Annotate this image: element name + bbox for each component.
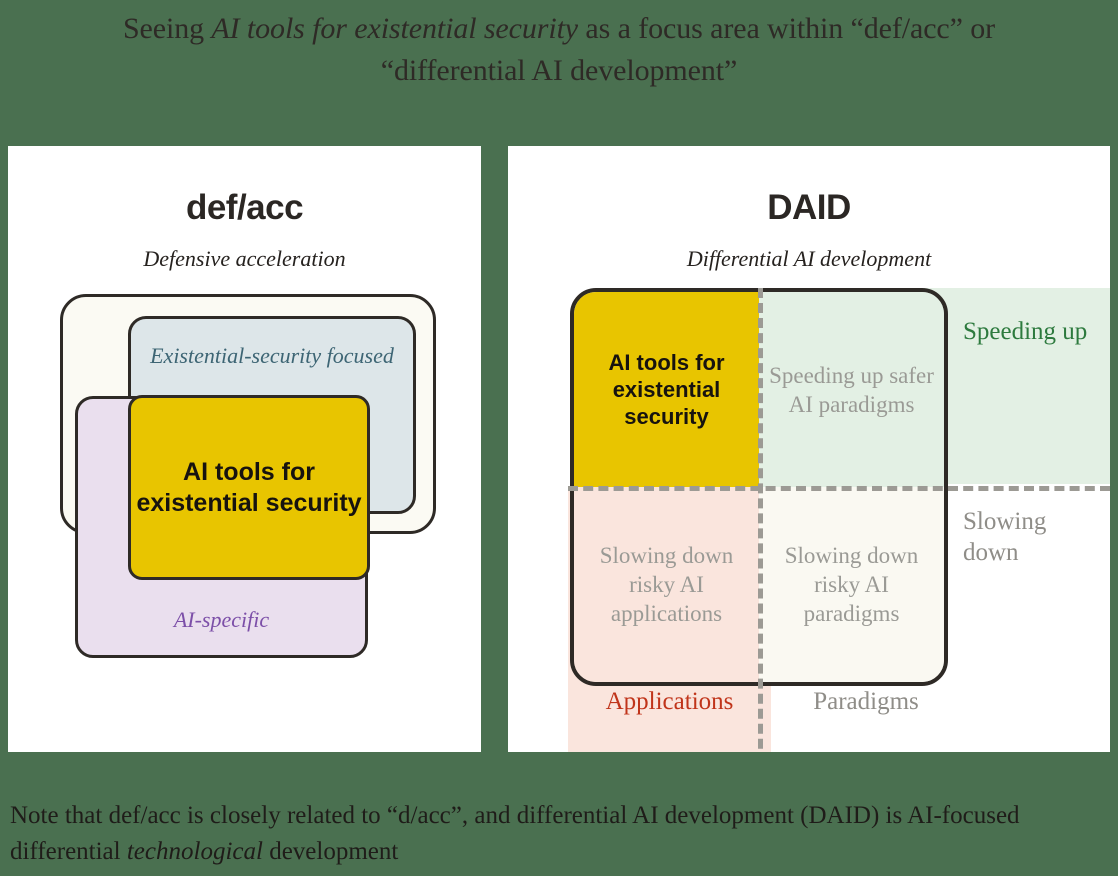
- horizontal-dashed-axis: [568, 486, 1110, 491]
- axis-label-paradigms: Paradigms: [813, 688, 919, 715]
- ai-tools-existential-security-box-left: AI tools for existential security: [128, 395, 370, 580]
- title-line-2: “differential AI development”: [380, 54, 738, 87]
- left-panel-title: def/acc: [185, 188, 304, 227]
- panel-defacc: def/acc Defensive acceleration Existenti…: [8, 146, 481, 752]
- axis-label-speeding-up: Speeding up: [963, 318, 1088, 345]
- quadrant-speeding-up-safer-ai-paradigms: Speeding up safer AI paradigms: [759, 292, 944, 487]
- ai-tools-existential-security-label-left: AI tools for existential security: [136, 457, 362, 517]
- existential-security-focused-label: Existential-security focused: [150, 343, 394, 368]
- left-panel-subtitle: Defensive acceleration: [143, 246, 346, 271]
- axis-label-slowing-down: Slowing down: [963, 508, 1047, 566]
- quadrant-slowing-down-risky-ai-applications: Slowing down risky AI applications: [574, 487, 759, 682]
- footnote: Note that def/acc is closely related to …: [10, 798, 1070, 870]
- daid-quadrant-diagram: AI tools for existential security Speedi…: [508, 146, 1110, 752]
- axis-label-applications: Applications: [605, 688, 734, 715]
- vertical-dashed-axis: [758, 288, 763, 752]
- quadrant-slowing-down-risky-ai-paradigms: Slowing down risky AI paradigms: [759, 487, 944, 682]
- title-emphasis: AI tools for existential security: [211, 12, 579, 45]
- daid-quadrant-box: AI tools for existential security Speedi…: [570, 288, 948, 686]
- footnote-part-2: development: [262, 838, 399, 865]
- right-panel-subtitle: Differential AI development: [686, 246, 932, 271]
- ai-specific-label: AI-specific: [173, 607, 270, 632]
- page-title: Seeing AI tools for existential security…: [30, 8, 1088, 92]
- panel-daid: DAID Differential AI development AI tool…: [508, 146, 1110, 752]
- right-panel-title: DAID: [767, 188, 851, 227]
- footnote-part-1: Note that def/acc is closely related to …: [10, 802, 1020, 865]
- title-part-2: as a focus area within “def/acc” or: [578, 12, 996, 45]
- footnote-emphasis: technological: [126, 838, 263, 865]
- title-part-1: Seeing: [122, 12, 212, 45]
- quadrant-ai-tools-existential-security: AI tools for existential security: [574, 292, 759, 487]
